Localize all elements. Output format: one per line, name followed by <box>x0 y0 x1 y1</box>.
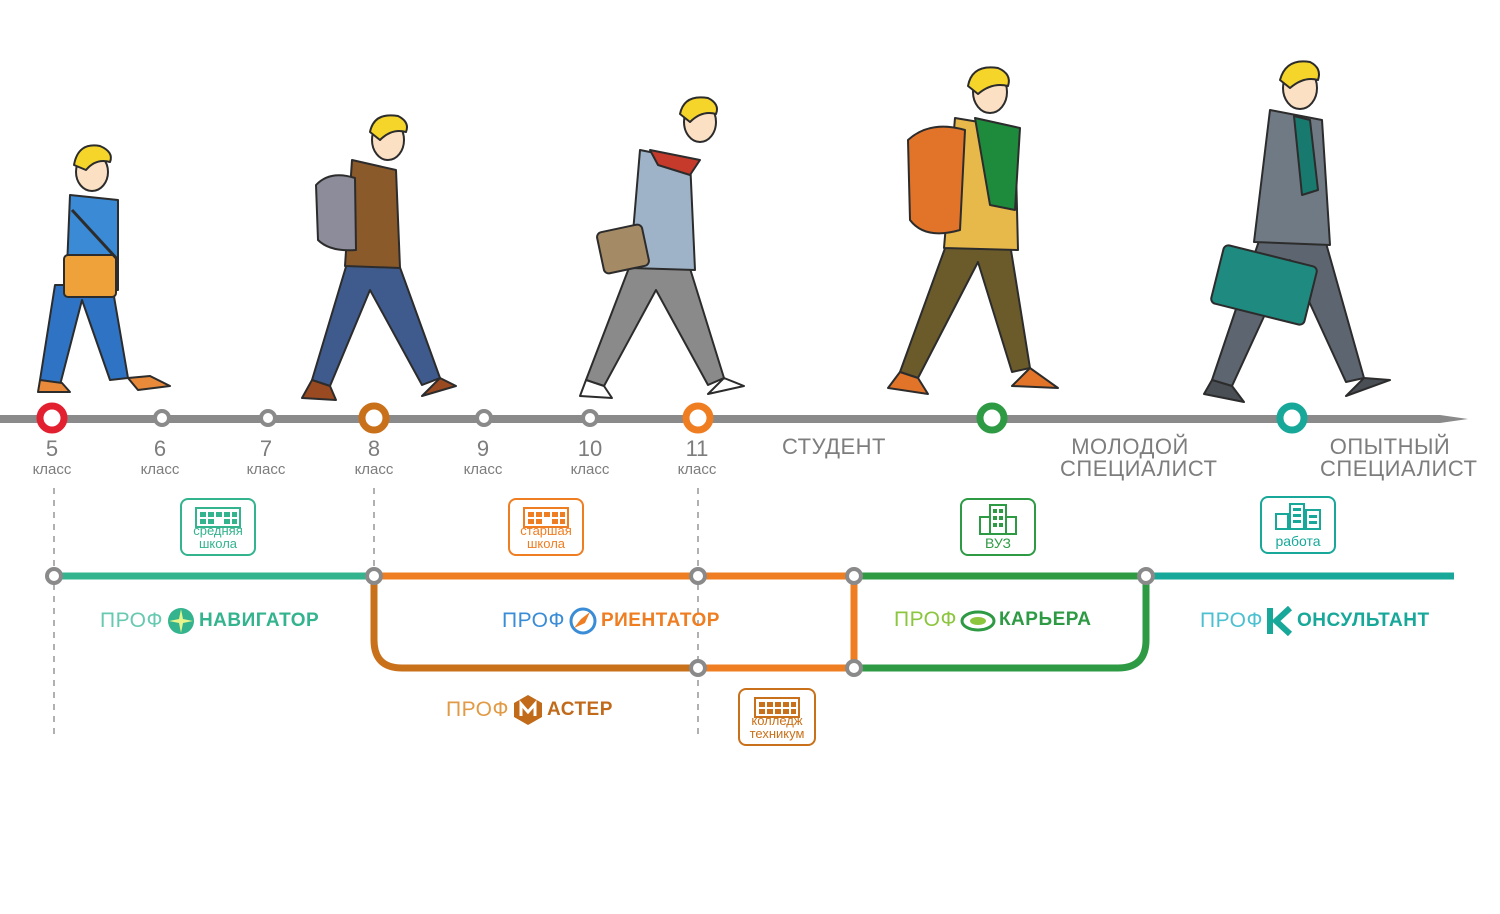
school-building-icon <box>523 507 569 528</box>
grade-number: 6 <box>153 436 167 461</box>
institution-high-school: старшая школа <box>508 498 584 556</box>
star-compass-icon <box>167 608 194 634</box>
node-junction <box>689 659 707 677</box>
node-junction <box>365 567 383 585</box>
main-timeline <box>0 415 1468 423</box>
grade-label: класс <box>677 461 717 478</box>
institution-label: средняя школа <box>193 523 243 551</box>
grade-label: класс <box>140 461 180 478</box>
node-junction <box>845 567 863 585</box>
institution-label: колледж техникум <box>749 713 805 741</box>
grade-dividers <box>53 488 699 740</box>
institution-middle-school: средняя школа <box>180 498 256 556</box>
program-name: КАРЬЕРА <box>998 609 1092 630</box>
figure-professional <box>1203 60 1391 403</box>
track-orientator <box>374 572 858 672</box>
program-name: НАВИГАТОР <box>198 610 320 631</box>
program-prefix: ПРОФ <box>502 609 565 632</box>
grade-number: 8 <box>367 436 381 461</box>
program-name: РИЕНТАТОР <box>600 610 720 631</box>
program-orientator: ПРОФ РИЕНТАТОР <box>502 606 720 636</box>
figure-student <box>887 66 1059 395</box>
figure-8th-grader <box>301 114 457 401</box>
figure-11th-grader <box>579 96 745 399</box>
node-grade-10 <box>581 409 599 427</box>
track-nodes <box>45 567 1155 677</box>
program-career: ПРОФ КАРЬЕРА <box>894 606 1092 634</box>
node-junction <box>45 567 63 585</box>
program-prefix: ПРОФ <box>446 698 509 721</box>
grade-label: класс <box>463 461 503 478</box>
node-grade-5 <box>36 402 68 434</box>
node-junction <box>1137 567 1155 585</box>
institution-work: работа <box>1260 496 1336 554</box>
grade-label: класс <box>246 461 286 478</box>
node-grade-11 <box>682 402 714 434</box>
timeline-nodes <box>36 402 1308 434</box>
program-name: ОНСУЛЬТАНТ <box>1296 610 1430 631</box>
node-grade-7 <box>259 409 277 427</box>
node-grade-8 <box>358 402 390 434</box>
compass-icon <box>569 607 597 635</box>
institution-college: колледж техникум <box>738 688 816 746</box>
stage-young-specialist-line2: СПЕЦИАЛИСТ <box>1060 456 1218 481</box>
program-navigator: ПРОФ НАВИГАТОР <box>100 606 319 636</box>
program-master: ПРОФ АСТЕР <box>446 694 613 726</box>
grade-number: 5 <box>45 436 59 461</box>
grade-number: 11 <box>685 436 709 461</box>
program-prefix: ПРОФ <box>1200 609 1263 632</box>
node-junction <box>845 659 863 677</box>
program-name: АСТЕР <box>546 699 613 720</box>
node-professional <box>1276 402 1308 434</box>
program-prefix: ПРОФ <box>894 608 957 631</box>
program-prefix: ПРОФ <box>100 609 163 632</box>
stage-experienced-line2: СПЕЦИАЛИСТ <box>1320 456 1478 481</box>
grade-label: класс <box>32 461 72 478</box>
master-m-icon <box>513 695 542 725</box>
stage-experienced-line1: ОПЫТНЫЙ <box>1329 434 1451 459</box>
stage-young-specialist-line1: МОЛОДОЙ <box>1071 434 1189 459</box>
stage-student: СТУДЕНТ <box>782 434 886 459</box>
node-grade-6 <box>153 409 171 427</box>
college-building-icon <box>754 697 800 718</box>
school-building-icon <box>195 507 241 528</box>
node-student <box>976 402 1008 434</box>
grade-number: 10 <box>577 436 603 461</box>
university-building-icon <box>979 504 1017 535</box>
grade-number: 9 <box>476 436 490 461</box>
grade-label: класс <box>570 461 610 478</box>
office-building-icon <box>1275 503 1321 530</box>
track-master <box>370 576 698 672</box>
career-swirl-icon <box>960 610 996 632</box>
program-consultant: ПРОФ ОНСУЛЬТАНТ <box>1200 606 1430 636</box>
figure-5th-grader <box>37 144 171 393</box>
institution-label: работа <box>1275 533 1321 549</box>
track-career <box>854 572 1150 672</box>
institution-label: ВУЗ <box>985 535 1011 551</box>
node-grade-9 <box>475 409 493 427</box>
grade-label: класс <box>354 461 394 478</box>
institution-label: старшая школа <box>520 523 572 551</box>
consultant-k-icon <box>1266 606 1292 636</box>
grade-number: 7 <box>259 436 273 461</box>
institution-university: ВУЗ <box>960 498 1036 556</box>
node-junction <box>689 567 707 585</box>
